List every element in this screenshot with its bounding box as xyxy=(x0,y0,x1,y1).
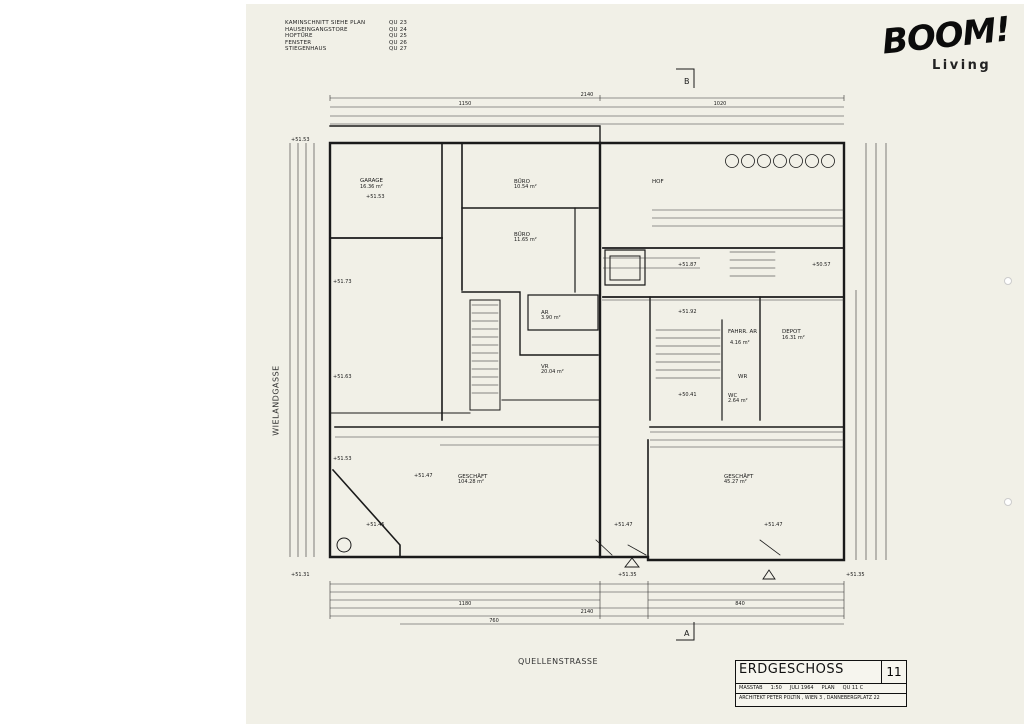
room-name: BÜRO xyxy=(514,178,531,185)
room-name: BÜRO xyxy=(514,231,531,238)
plan-labels: 2140 1150 1020 1180 840 2140 760 GARAGE … xyxy=(291,92,865,624)
dim-bottom-left: 1180 xyxy=(459,601,472,607)
level-mark: +51.53 xyxy=(333,456,352,462)
plan-label: PLAN xyxy=(821,685,835,691)
walls xyxy=(328,125,846,580)
room-area: 2.64 m² xyxy=(728,398,748,404)
dimension-lines xyxy=(289,95,887,625)
room-area: 11.65 m² xyxy=(514,237,537,243)
dim-bottom-overall: 2140 xyxy=(581,609,594,615)
room-name: WR xyxy=(738,374,747,380)
room-area: 20.04 m² xyxy=(541,369,564,375)
dim-overall: 2140 xyxy=(581,92,594,98)
room-name: GESCHÄFT xyxy=(458,473,488,480)
scale-label: MASSTAB xyxy=(739,685,763,691)
plan-number: QU 11 C xyxy=(842,685,864,691)
street-label-left: WIELANDGASSE xyxy=(271,365,281,436)
room-area: 16.36 m² xyxy=(360,184,383,190)
level-mark: +51.53 xyxy=(366,194,385,200)
brand-logo: BOOM! Living xyxy=(880,9,1012,80)
drawing-date: JULI 1964 xyxy=(789,685,814,691)
level-mark: +51.63 xyxy=(333,374,352,380)
street-label-bottom: QUELLENSTRASSE xyxy=(518,657,599,666)
room-area: 45.27 m² xyxy=(724,479,747,485)
punch-hole xyxy=(1004,277,1012,285)
room-name: FAHRR. AR xyxy=(728,329,757,335)
level-mark: +51.92 xyxy=(678,309,697,315)
title-block-meta: MASSTAB 1:50 JULI 1964 PLAN QU 11 C xyxy=(739,685,871,691)
level-mark: +51.31 xyxy=(291,572,310,578)
top-wing xyxy=(329,125,601,144)
level-mark: +50.41 xyxy=(678,392,697,398)
section-markers xyxy=(676,68,695,641)
level-mark: +51.73 xyxy=(333,279,352,285)
sheet-number: 11 xyxy=(881,661,906,683)
room-name: HOF xyxy=(652,179,664,185)
dim-bottom-right: 840 xyxy=(735,601,745,607)
architect-line: ARCHITEKT PETER POLTIN , WIEN 3 , DANNEB… xyxy=(739,696,880,701)
room-name: WC xyxy=(728,393,737,399)
dim-left: 1150 xyxy=(459,101,472,107)
right-wing-outline xyxy=(598,141,846,562)
section-mark-b: B xyxy=(684,77,690,86)
dim-right: 1020 xyxy=(714,101,727,107)
level-mark: +51.47 xyxy=(614,522,633,528)
drawing-title: ERDGESCHOSS xyxy=(739,662,844,677)
room-area: 3.90 m² xyxy=(541,315,561,321)
brand-subtitle: Living xyxy=(932,58,992,73)
room-area: 104.28 m² xyxy=(458,479,484,485)
room-area: 16.31 m² xyxy=(782,335,805,341)
level-mark: +50.57 xyxy=(812,262,831,268)
section-mark-a: A xyxy=(684,629,690,638)
level-mark: +51.45 xyxy=(366,522,385,528)
level-mark: +51.35 xyxy=(846,572,865,578)
level-mark: +51.53 xyxy=(291,137,310,143)
level-mark: +51.87 xyxy=(678,262,697,268)
room-name: AR xyxy=(541,310,549,316)
divider xyxy=(736,693,906,694)
level-mark: +51.47 xyxy=(414,473,433,479)
scale-value: 1:50 xyxy=(770,685,782,691)
title-block: ERDGESCHOSS 11 MASSTAB 1:50 JULI 1964 PLAN Q… xyxy=(735,660,907,707)
divider xyxy=(736,683,906,684)
left-wing-outline xyxy=(328,141,602,559)
room-name: GESCHÄFT xyxy=(724,473,754,480)
level-mark: +51.47 xyxy=(764,522,783,528)
room-name: VR xyxy=(541,364,549,370)
room-area: 10.54 m² xyxy=(514,184,537,190)
room-area: 4.16 m² xyxy=(730,340,750,346)
room-name: GARAGE xyxy=(360,178,384,184)
dim-center: 760 xyxy=(489,618,499,624)
level-mark: +51.35 xyxy=(618,572,637,578)
room-name: DEPOT xyxy=(782,329,801,335)
punch-hole xyxy=(1004,498,1012,506)
